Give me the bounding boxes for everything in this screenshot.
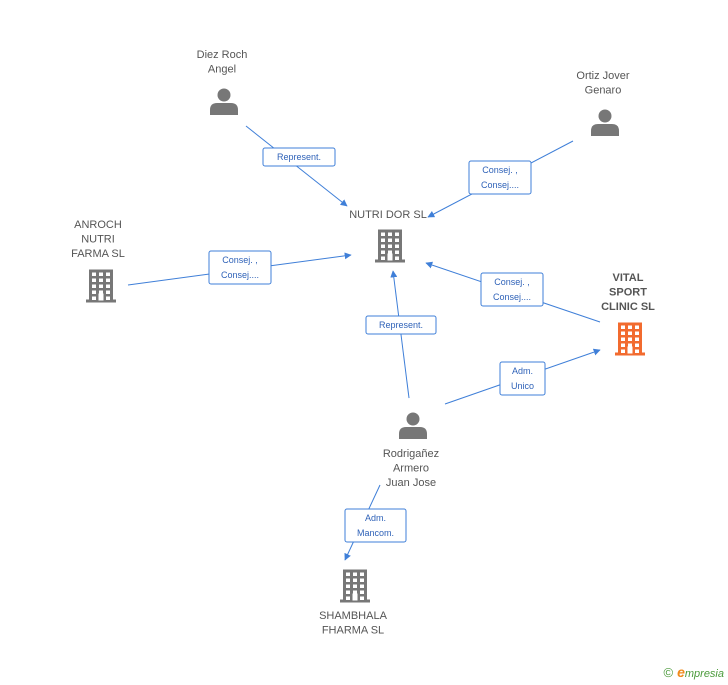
node-label-line: FHARMA SL	[322, 625, 384, 637]
brand-name: mpresia	[684, 668, 724, 680]
building-icon	[375, 229, 405, 263]
edge-label-ortiz-to-nutridor[interactable]: Consej. , Consej....	[468, 160, 532, 195]
edge-label-text: Represent.	[277, 152, 321, 162]
edge-label-text: Consej. ,	[494, 277, 530, 287]
person-icon	[210, 88, 238, 115]
node-label-line: Ortiz Jover	[576, 70, 630, 82]
edge-label-box	[499, 361, 546, 396]
person-icon	[399, 412, 427, 439]
building-icon	[615, 322, 645, 356]
node-label-line: Juan Jose	[386, 477, 436, 489]
edge-label-box	[208, 250, 272, 285]
node-label-line: NUTRI	[81, 234, 115, 246]
edge-label-box	[468, 160, 532, 195]
edge-label-text: Consej. ,	[482, 165, 518, 175]
edge-label-box	[365, 315, 437, 335]
node-label-line: CLINIC SL	[601, 301, 655, 313]
edge-label-rodriganez-to-nutridor[interactable]: Represent.	[365, 315, 437, 335]
node-shambhala[interactable]: SHAMBHALA FHARMA SL	[319, 569, 388, 637]
edge-label-rodriganez-to-vital[interactable]: Adm. Unico	[499, 361, 546, 396]
edge-label-text: Consej. ,	[222, 255, 258, 265]
node-label-line: Angel	[208, 64, 236, 76]
node-label-line: SPORT	[609, 287, 647, 299]
node-nutridor[interactable]: NUTRI DOR SL	[349, 209, 427, 263]
node-label: SHAMBHALA FHARMA SL	[319, 610, 388, 637]
edge-label-text: Consej....	[493, 292, 531, 302]
node-label-line: Rodrigañez	[383, 448, 439, 460]
edge-label-text: Adm.	[512, 366, 533, 376]
node-label-line: FARMA SL	[71, 248, 125, 260]
node-label-line: ANROCH	[74, 219, 122, 231]
node-label-line: Diez Roch	[197, 49, 248, 61]
node-label: VITAL SPORT CLINIC SL	[601, 272, 655, 313]
edge-label-text: Unico	[511, 381, 534, 391]
empresia-watermark: ©empresia	[663, 664, 724, 680]
edge-label-box	[480, 272, 544, 307]
edge-label-diez-to-nutridor[interactable]: Represent.	[262, 147, 336, 167]
node-label-line: Genaro	[585, 85, 622, 97]
node-label-line: Armero	[393, 463, 429, 475]
node-anroch[interactable]: ANROCH NUTRI FARMA SL	[71, 219, 125, 303]
edge-label-rodriganez-to-shambhala[interactable]: Adm. Mancom.	[344, 508, 407, 543]
building-icon	[340, 569, 370, 603]
node-label: ANROCH NUTRI FARMA SL	[71, 219, 125, 260]
edge-label-text: Mancom.	[357, 528, 394, 538]
edge-label-box	[262, 147, 336, 167]
edge-label-text: Consej....	[221, 270, 259, 280]
edge-label-vital-to-nutridor[interactable]: Consej. , Consej....	[480, 272, 544, 307]
edge-label-anroch-to-nutridor[interactable]: Consej. , Consej....	[208, 250, 272, 285]
node-label-line: VITAL	[613, 272, 644, 284]
edge-label-text: Consej....	[481, 180, 519, 190]
building-icon	[86, 269, 116, 303]
edge-labels-layer: Represent.Consej. ,Consej....Consej. ,Co…	[208, 147, 546, 543]
edge-label-text: Adm.	[365, 513, 386, 523]
edge-label-box	[344, 508, 407, 543]
node-label-line: SHAMBHALA	[319, 610, 388, 622]
node-label: NUTRI DOR SL	[349, 209, 427, 221]
copyright-symbol: ©	[663, 665, 674, 680]
node-vital[interactable]: VITAL SPORT CLINIC SL	[601, 272, 655, 356]
edge-label-text: Represent.	[379, 320, 423, 330]
person-icon	[591, 109, 619, 136]
brand-initial: e	[677, 664, 685, 680]
node-label-line: NUTRI DOR SL	[349, 209, 427, 221]
